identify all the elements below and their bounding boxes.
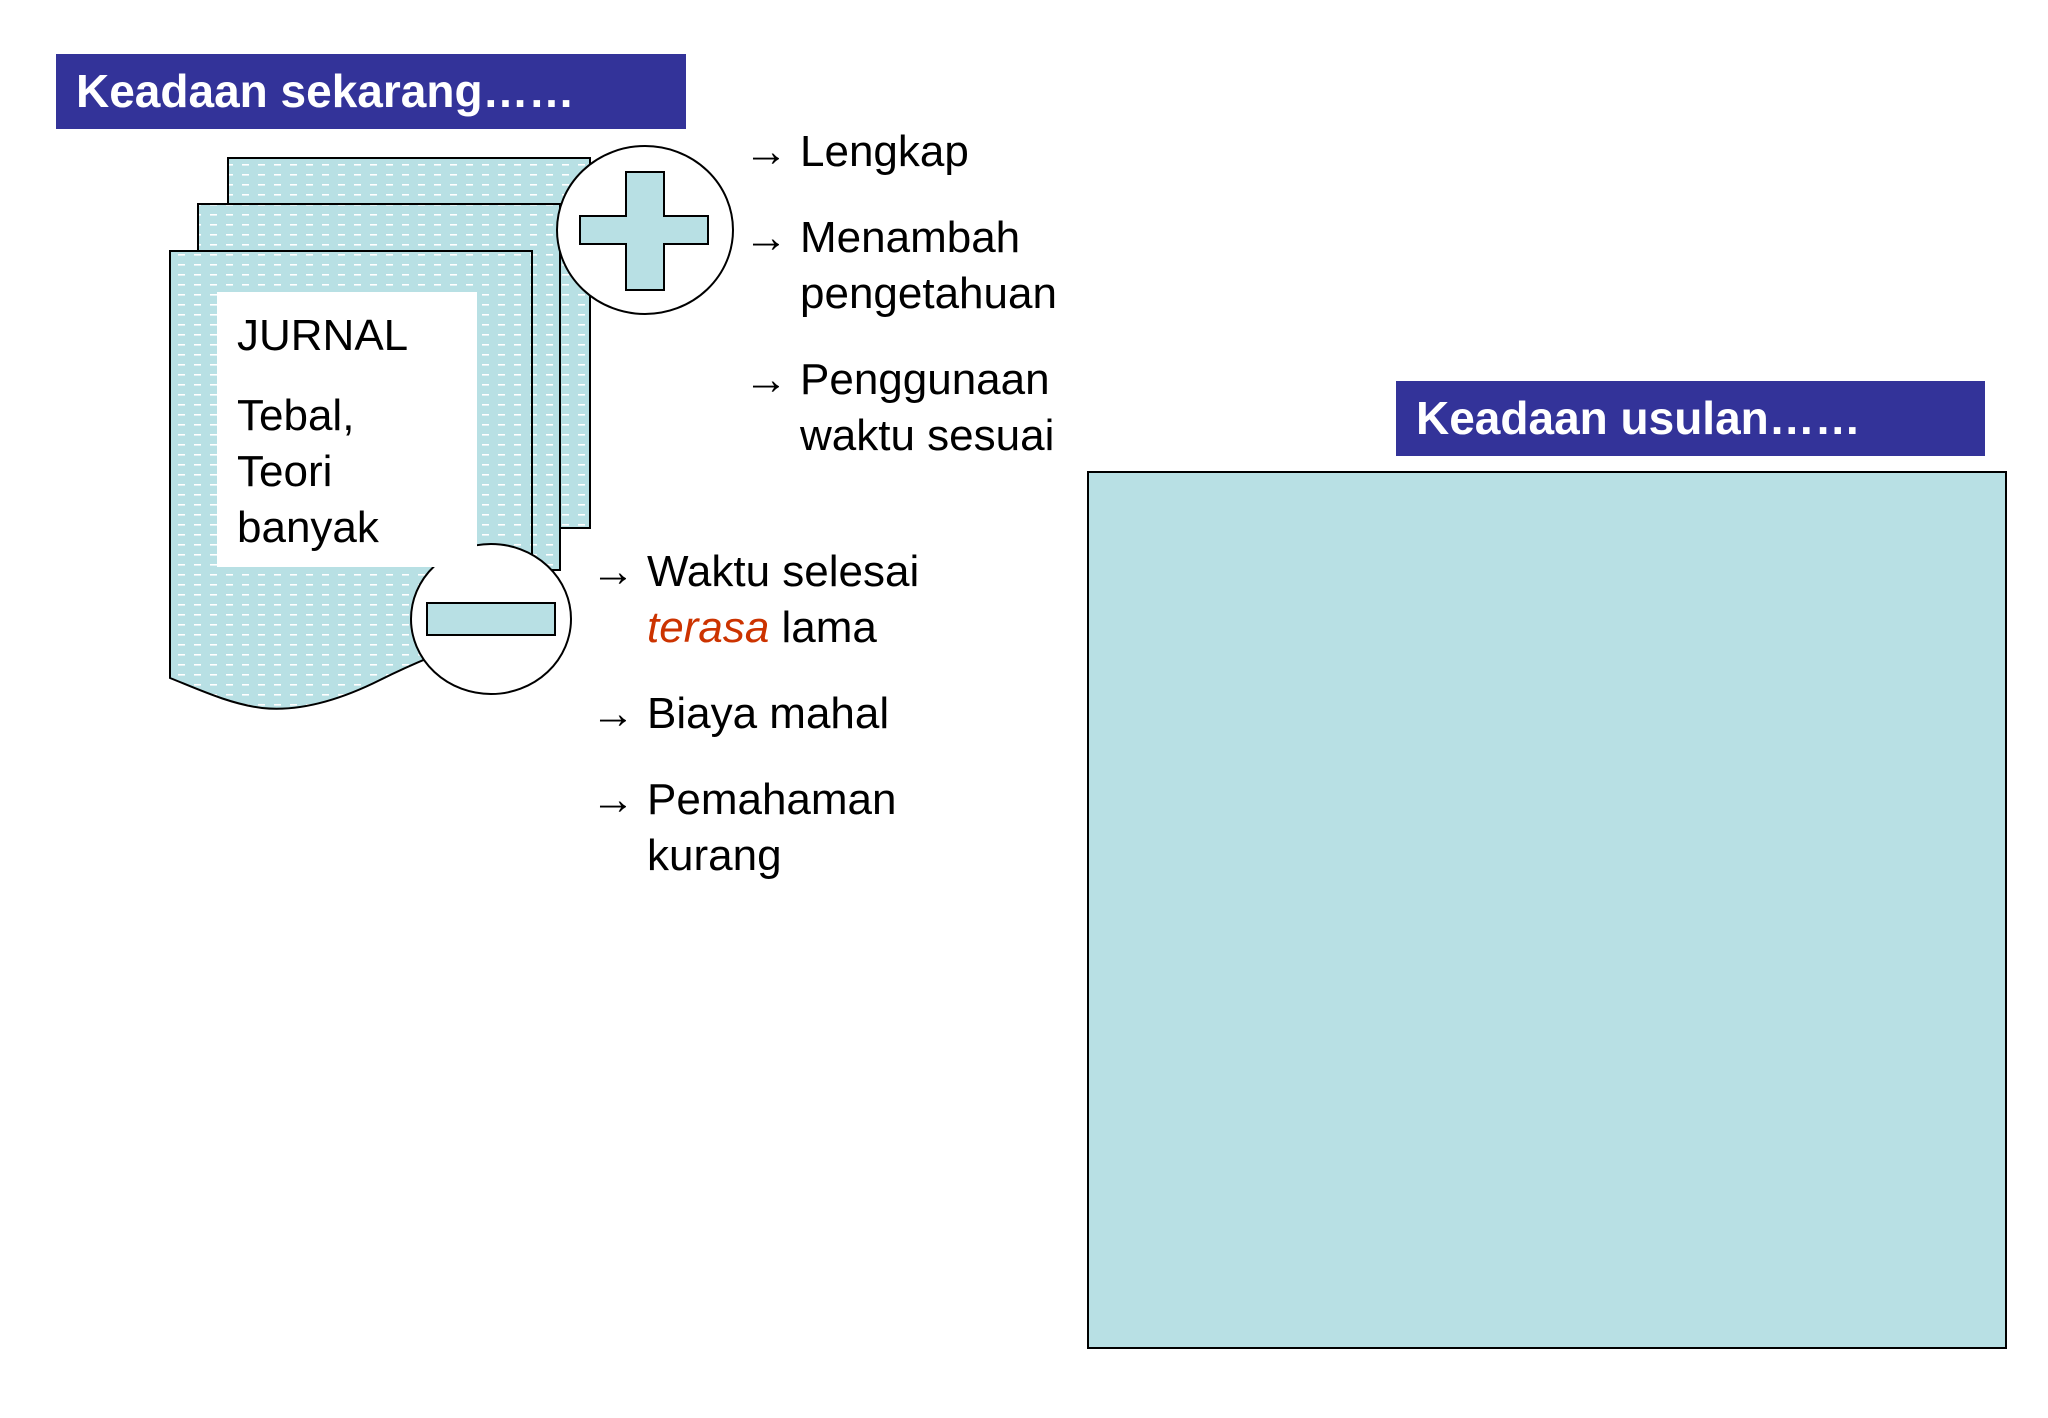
list-item: → Penggunaan waktu sesuai xyxy=(744,352,1057,464)
emphasis-text: terasa xyxy=(647,603,770,652)
arrow-icon: → xyxy=(744,213,788,262)
arrow-icon: → xyxy=(591,689,635,738)
advantages-list: → Lengkap → Menambah pengetahuan → Pengg… xyxy=(744,124,1057,494)
plus-icon xyxy=(556,145,734,315)
proposed-state-box xyxy=(1087,471,2007,1349)
item-text: Penggunaan xyxy=(800,355,1050,404)
list-item: → Lengkap xyxy=(744,124,1057,180)
list-item: → Biaya mahal xyxy=(591,686,919,742)
item-text: kurang xyxy=(647,831,782,880)
arrow-icon: → xyxy=(744,355,788,404)
list-item: → Pemahaman kurang xyxy=(591,772,919,884)
journal-label-box: JURNAL Tebal, Teori banyak xyxy=(217,292,477,567)
current-state-title: Keadaan sekarang…… xyxy=(56,54,686,129)
arrow-icon: → xyxy=(591,775,635,824)
item-text: Menambah xyxy=(800,213,1021,262)
item-text: Biaya mahal xyxy=(647,689,890,738)
disadvantages-list: → Waktu selesai terasa lama → Biaya maha… xyxy=(591,544,919,914)
item-text: Pemahaman xyxy=(647,775,897,824)
item-text-line: terasa lama xyxy=(647,600,919,656)
list-item: → Waktu selesai terasa lama xyxy=(591,544,919,656)
journal-desc-line: banyak xyxy=(237,503,379,552)
journal-desc-line: Tebal, xyxy=(237,391,355,440)
item-text: lama xyxy=(769,603,877,652)
item-text: Waktu selesai xyxy=(647,547,920,596)
proposed-state-title: Keadaan usulan…… xyxy=(1396,381,1985,456)
arrow-icon: → xyxy=(744,127,788,176)
item-text: Lengkap xyxy=(800,127,969,176)
item-text: pengetahuan xyxy=(800,269,1057,318)
arrow-icon: → xyxy=(591,547,635,596)
journal-title: JURNAL xyxy=(237,311,409,360)
list-item: → Menambah pengetahuan xyxy=(744,210,1057,322)
minus-icon xyxy=(410,543,572,695)
item-text: waktu sesuai xyxy=(800,411,1055,460)
journal-desc-line: Teori xyxy=(237,447,333,496)
